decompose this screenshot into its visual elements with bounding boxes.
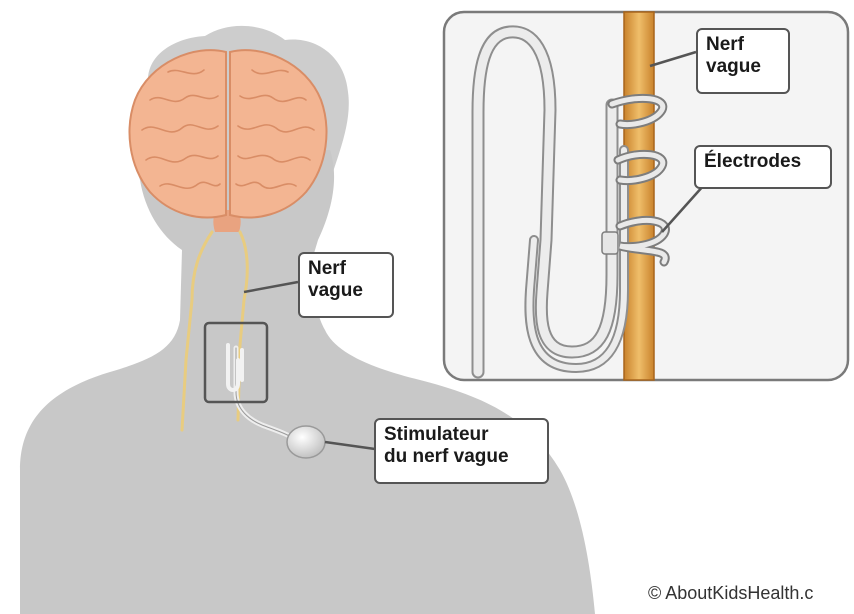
inset-nerve-label: Nerf vague — [696, 28, 790, 94]
stimulator-label: Stimulateur du nerf vague — [374, 418, 549, 484]
electrode-anchor — [602, 232, 618, 254]
electrodes-label-text: Électrodes — [704, 151, 822, 173]
nerve-label-line-2: vague — [308, 280, 384, 302]
stimulator-device — [287, 426, 325, 458]
stimulator-label-line-1: Stimulateur — [384, 424, 539, 446]
nerve-label: Nerf vague — [298, 252, 394, 318]
electrodes-label: Électrodes — [694, 145, 832, 189]
nerve-label-line-1: Nerf — [308, 258, 384, 280]
inset-nerve-label-line-1: Nerf — [706, 34, 780, 56]
inset-nerve-label-line-2: vague — [706, 56, 780, 78]
stimulator-label-line-2: du nerf vague — [384, 446, 539, 468]
copyright-notice: © AboutKidsHealth.c — [648, 583, 813, 604]
